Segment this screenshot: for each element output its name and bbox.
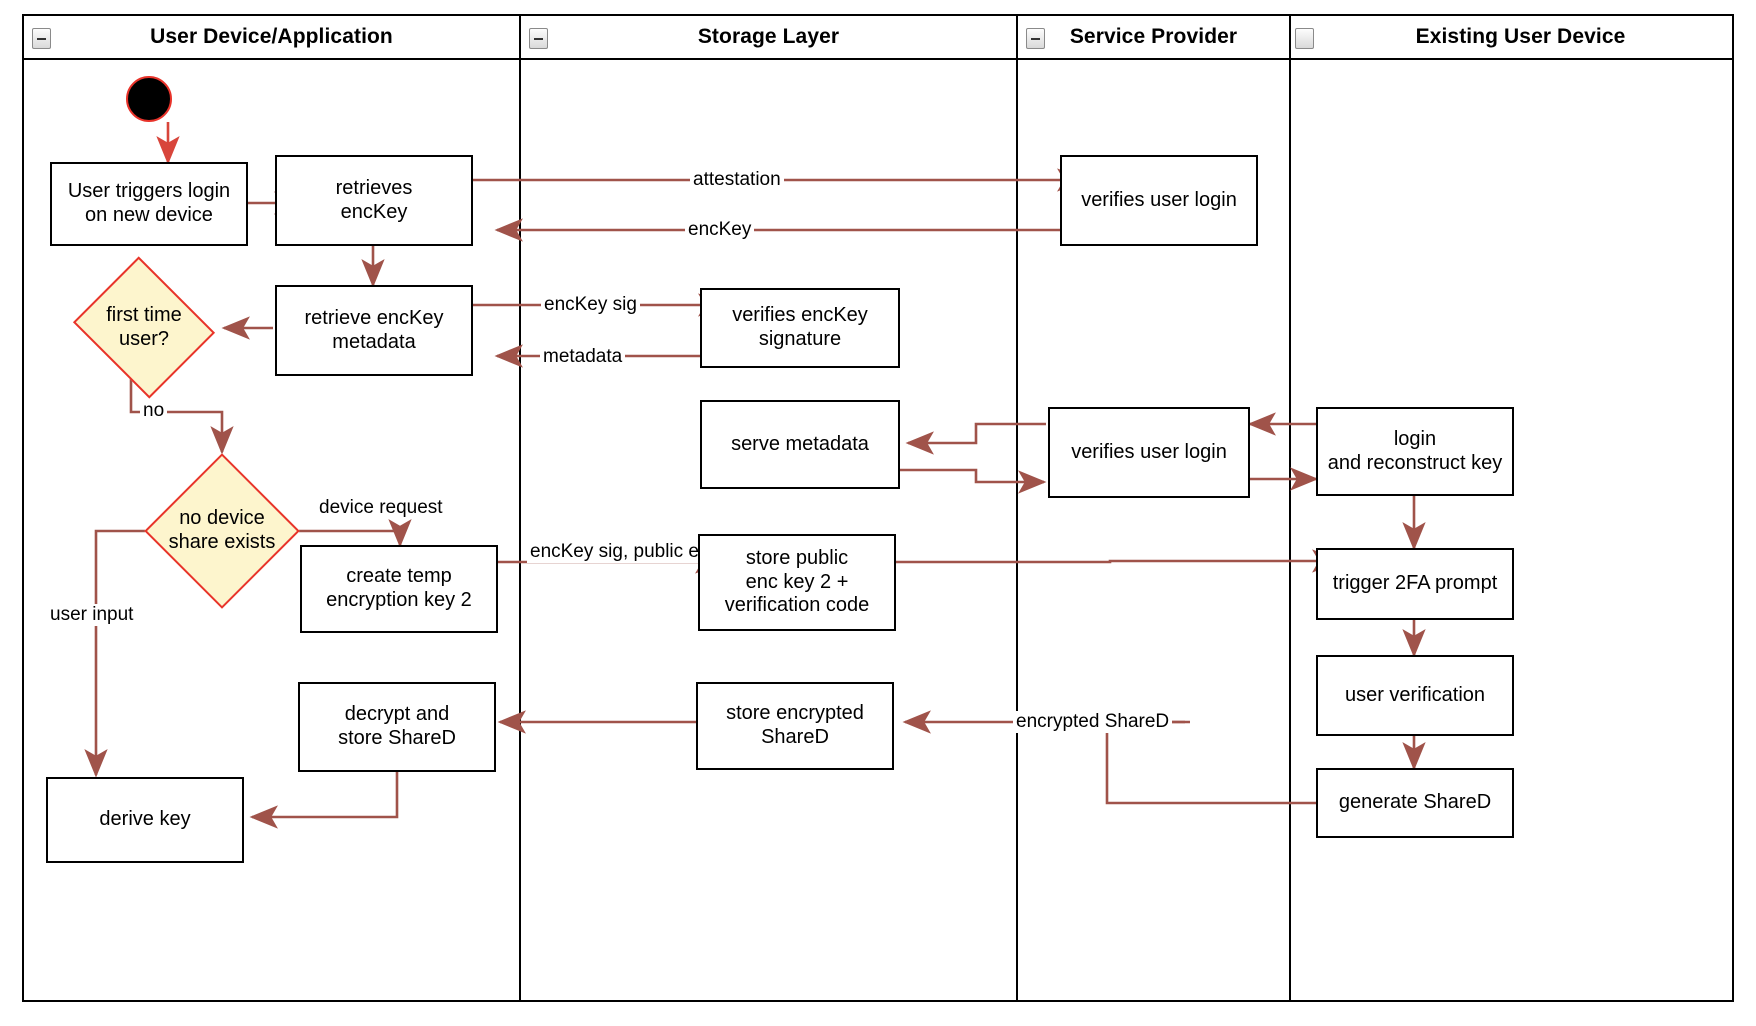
minus-box-icon[interactable] [1295, 28, 1314, 49]
lane-header-service-provider: Service Provider [1018, 16, 1289, 60]
activity-label: verifies user login [1071, 440, 1227, 463]
activity-store-public-enc-key[interactable]: store public enc key 2 + verification co… [698, 534, 896, 631]
minus-box-icon[interactable] [32, 28, 51, 49]
minus-box-icon[interactable] [529, 28, 548, 49]
activity-label: User triggers login on new device [67, 180, 231, 226]
activity-label: verifies user login [1081, 188, 1237, 211]
activity-label: derive key [99, 808, 191, 831]
edge-label-enckey: encKey [685, 219, 755, 241]
activity-trigger-2fa-prompt[interactable]: trigger 2FA prompt [1316, 548, 1514, 620]
activity-user-triggers-login[interactable]: User triggers login on new device [50, 162, 248, 246]
activity-label: create temp encryption key 2 [326, 565, 472, 611]
activity-label: user verification [1344, 683, 1486, 706]
lane-user-device: User Device/Application [24, 16, 519, 1000]
activity-label: serve metadata [731, 432, 869, 455]
activity-retrieve-enckey-metadata[interactable]: retrieve encKey metadata [275, 285, 473, 376]
activity-login-and-reconstruct-key[interactable]: login and reconstruct key [1316, 407, 1514, 496]
edge-label-no: no [140, 400, 168, 422]
activity-store-encrypted-shared[interactable]: store encrypted ShareD [696, 682, 894, 770]
lane-title-storage: Storage Layer [697, 25, 840, 48]
lane-header-existing-user-device: Existing User Device [1291, 16, 1732, 60]
activity-label: retrieves encKey [335, 176, 413, 223]
lane-header-user-device: User Device/Application [24, 16, 519, 60]
lane-storage: Storage Layer [519, 16, 1016, 1000]
edge-label-device-request: device request [316, 497, 446, 519]
activity-label: verifies encKey signature [732, 304, 868, 350]
lane-header-storage: Storage Layer [521, 16, 1016, 60]
lane-title-service-provider: Service Provider [1069, 25, 1238, 48]
decision-no-device-share[interactable]: no device share exists [144, 453, 300, 609]
lane-title-existing-user-device: Existing User Device [1415, 25, 1626, 48]
edge-label-attestation: attestation [690, 169, 784, 191]
lane-existing-user-device: Existing User Device [1289, 16, 1732, 1000]
activity-verifies-enckey-signature[interactable]: verifies encKey signature [700, 288, 900, 368]
minus-box-icon[interactable] [1026, 28, 1045, 49]
activity-decrypt-and-store-shared[interactable]: decrypt and store ShareD [298, 682, 496, 772]
activity-label: store public enc key 2 + verification co… [724, 547, 870, 617]
decision-first-time-user[interactable]: first time user? [64, 256, 224, 399]
activity-label: login and reconstruct key [1327, 427, 1503, 474]
activity-derive-key[interactable]: derive key [46, 777, 244, 863]
edge-label-encrypted-shared: encrypted ShareD [1013, 711, 1173, 733]
edge-label-enckey-sig: encKey sig [541, 294, 640, 316]
activity-retrieves-enckey[interactable]: retrieves encKey [275, 155, 473, 246]
lane-service-provider: Service Provider [1016, 16, 1289, 1000]
activity-label: decrypt and store ShareD [338, 703, 456, 749]
lane-title-user-device: User Device/Application [150, 25, 393, 48]
activity-create-temp-encryption-key[interactable]: create temp encryption key 2 [300, 545, 498, 633]
start-node [126, 76, 172, 122]
decision-label: no device share exists [168, 507, 276, 553]
activity-label: generate ShareD [1338, 791, 1492, 814]
activity-label: store encrypted ShareD [726, 702, 864, 748]
activity-verifies-user-login-2[interactable]: verifies user login [1048, 407, 1250, 498]
activity-user-verification[interactable]: user verification [1316, 655, 1514, 736]
activity-serve-metadata[interactable]: serve metadata [700, 400, 900, 489]
activity-verifies-user-login-1[interactable]: verifies user login [1060, 155, 1258, 246]
activity-label: trigger 2FA prompt [1332, 572, 1498, 595]
activity-generate-shared[interactable]: generate ShareD [1316, 768, 1514, 838]
activity-label: retrieve encKey metadata [304, 306, 444, 353]
decision-label: first time user? [106, 303, 182, 350]
edge-label-metadata: metadata [540, 346, 626, 368]
edge-label-user-input: user input [47, 604, 137, 626]
